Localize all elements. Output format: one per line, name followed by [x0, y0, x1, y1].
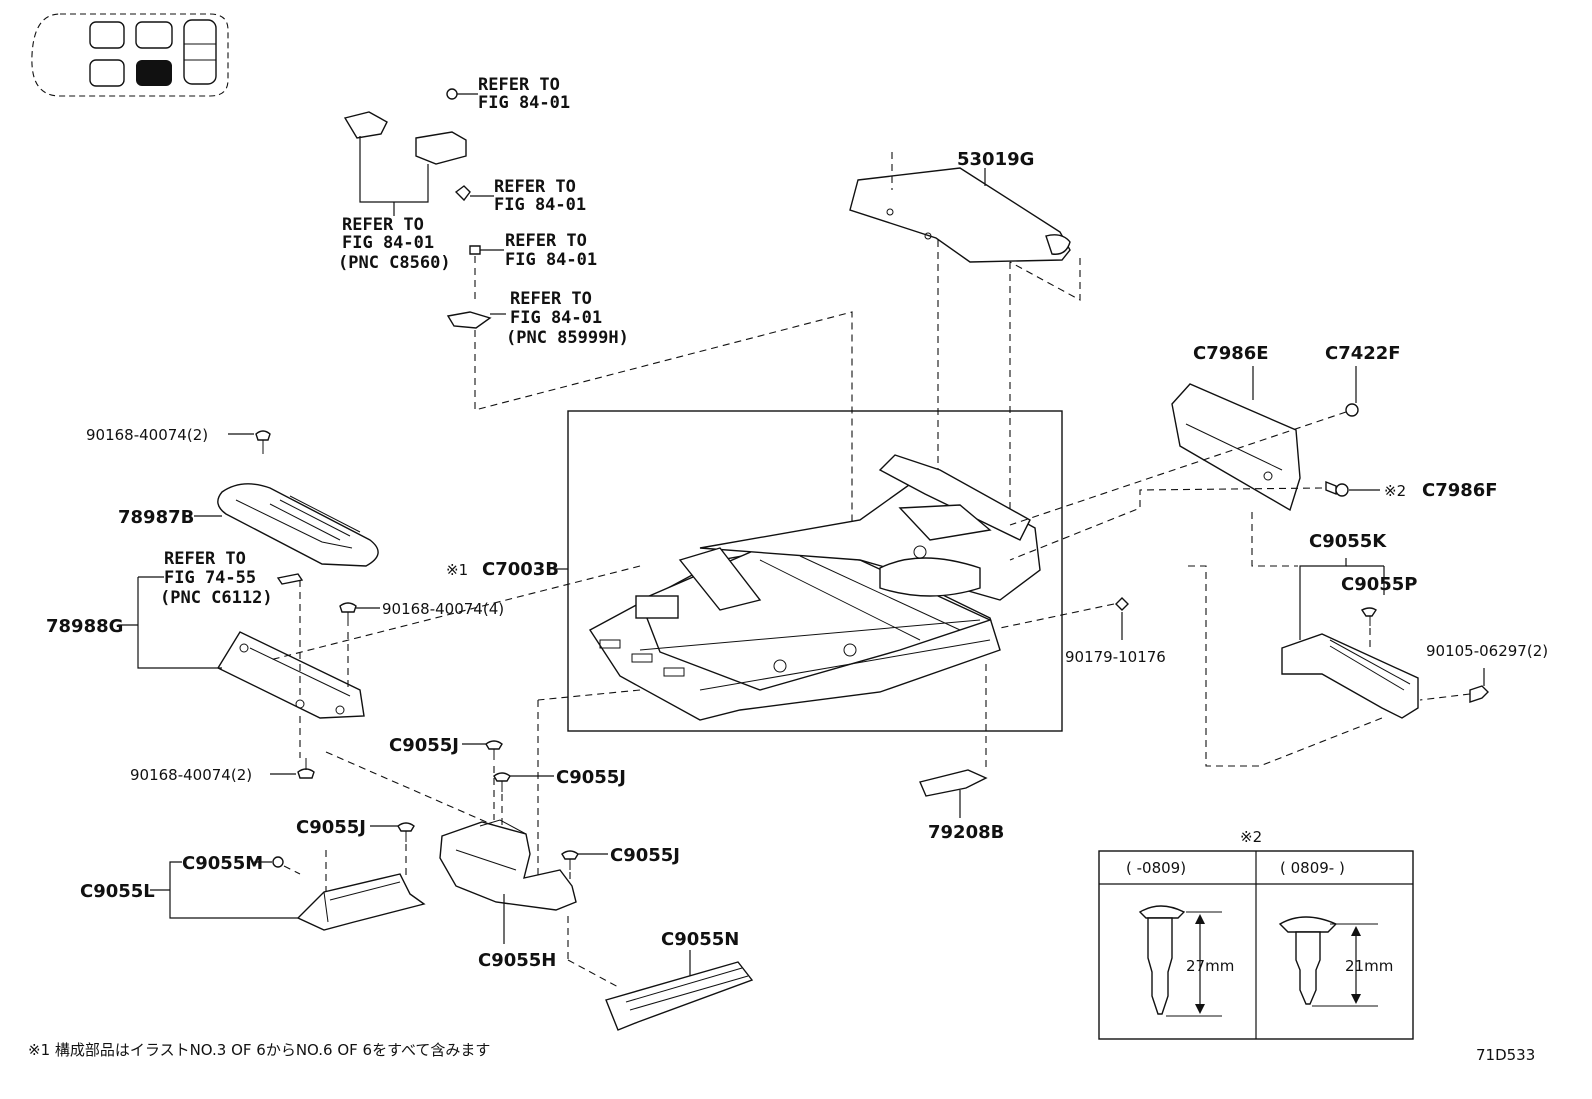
part-C9055K	[1188, 512, 1419, 767]
part-C7986E	[1009, 366, 1347, 561]
part-78987B	[194, 483, 379, 567]
part-90105-06297	[1419, 668, 1489, 703]
detail-col1-header: ( -0809)	[1126, 859, 1186, 877]
label-90168-40074-bot: 90168-40074(2)	[130, 766, 252, 784]
part-C9055H	[439, 819, 621, 989]
part-C7003B-seat-frame	[588, 454, 1041, 721]
label-90168-40074-top: 90168-40074(2)	[86, 426, 208, 444]
part-90168-40074-mid	[339, 602, 380, 626]
label-C9055H: C9055H	[478, 950, 556, 971]
note-mark-2: ※2	[1384, 482, 1406, 500]
seat-frame-box	[567, 410, 1063, 732]
label-C9055L: C9055L	[80, 881, 155, 902]
part-C9055L	[150, 850, 426, 931]
label-C9055P: C9055P	[1341, 574, 1418, 595]
part-79208B	[919, 664, 988, 818]
detail-mark-2: ※2	[1240, 828, 1262, 846]
part-C7422F	[1345, 366, 1359, 417]
pnc-label: (PNC 85999H)	[506, 328, 629, 348]
label-53019G: 53019G	[957, 149, 1034, 170]
label-90105-06297: 90105-06297(2)	[1426, 642, 1548, 660]
label-90168-40074-mid: 90168-40074(4)	[382, 600, 504, 618]
label-C9055J-1: C9055J	[389, 735, 459, 756]
label-C9055N: C9055N	[661, 929, 739, 950]
refer-to-label: REFER TO	[164, 549, 246, 569]
refer-to-label: REFER TO	[478, 75, 560, 95]
part-78988G	[118, 565, 641, 758]
pnc-label: (PNC C6112)	[160, 588, 273, 608]
part-C9055P	[1360, 607, 1377, 650]
label-79208B: 79208B	[928, 822, 1004, 843]
label-C9055M: C9055M	[182, 853, 263, 874]
label-C9055K: C9055K	[1309, 531, 1387, 552]
part-90179-10176	[999, 597, 1129, 640]
refer-fig-label: FIG 84-01	[505, 250, 597, 270]
refer-to-label: REFER TO	[510, 289, 592, 309]
label-C7422F: C7422F	[1325, 343, 1401, 364]
refer-fig-label: FIG 84-01	[478, 93, 570, 113]
label-C9055J-2: C9055J	[556, 767, 626, 788]
refer-to-label: REFER TO	[342, 215, 424, 235]
refer-to-label: REFER TO	[494, 177, 576, 197]
detail-dim-27: 27mm	[1186, 957, 1234, 975]
seat-locator-icon	[31, 13, 229, 97]
part-90168-40074-top	[228, 430, 271, 454]
label-78988G: 78988G	[46, 616, 123, 637]
label-78987B: 78987B	[118, 507, 194, 528]
pnc-label: (PNC C8560)	[338, 253, 451, 273]
refer-fig-label: FIG 74-55	[164, 568, 256, 588]
figure-code: 71D533	[1476, 1046, 1535, 1064]
label-90179-10176: 90179-10176	[1065, 648, 1166, 666]
refer-fig-label: FIG 84-01	[494, 195, 586, 215]
refer-fig-label: FIG 84-01	[510, 308, 602, 328]
control-module-group	[343, 88, 506, 329]
part-C9055M	[254, 856, 301, 875]
part-53019G	[849, 152, 1081, 520]
refer-fig-label: FIG 84-01	[342, 233, 434, 253]
refer-to-label: REFER TO	[505, 231, 587, 251]
part-C7986F	[1325, 480, 1380, 497]
detail-table-clip-sizes: ※2 ( -0809) ( 0809- ) 27mm 21mm	[1098, 828, 1414, 1040]
part-C9055N	[605, 950, 754, 1031]
part-C9055J-2	[493, 766, 554, 830]
label-C7003B: C7003B	[482, 559, 559, 580]
detail-dim-21: 21mm	[1345, 957, 1393, 975]
label-C7986F: C7986F	[1422, 480, 1498, 501]
footnote: ※1 構成部品はイラストNO.3 OF 6からNO.6 OF 6をすべて含みます	[28, 1041, 490, 1059]
part-C9055J-1	[462, 740, 503, 760]
label-C7986E: C7986E	[1193, 343, 1269, 364]
detail-col2-header: ( 0809- )	[1280, 859, 1345, 877]
note-mark-1: ※1	[446, 561, 468, 579]
part-C9055J-3	[370, 822, 415, 880]
part-90168-40074-bot	[270, 758, 315, 779]
label-C9055J-4: C9055J	[610, 845, 680, 866]
label-C9055J-3: C9055J	[296, 817, 366, 838]
